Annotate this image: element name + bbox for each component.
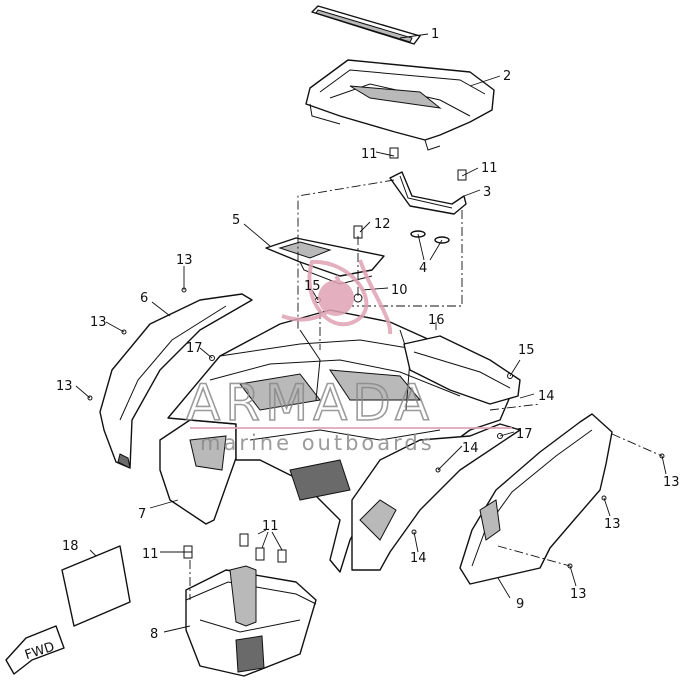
- callout-8: 8: [150, 627, 158, 642]
- callout-13-c: 13: [56, 379, 73, 394]
- right-inner-panel: [351, 423, 521, 571]
- logo-petal: [307, 259, 369, 327]
- callout-11-left: 11: [142, 547, 159, 562]
- part-5-tool-tray: [265, 237, 385, 285]
- bolt-11-right: [457, 169, 467, 181]
- bolt-11-box-c: [277, 549, 287, 563]
- callout-11-right: 11: [481, 161, 498, 176]
- part-4-washers: [410, 230, 450, 244]
- callout-13-b: 13: [90, 315, 107, 330]
- part-2-rack-cover: [305, 59, 495, 151]
- callout-17-b: 17: [516, 427, 533, 442]
- callout-labels: 1 2 3 4 5 6 7 8 9 10 11 11 11 11 12 13 1…: [56, 27, 680, 642]
- callout-4: 4: [419, 261, 427, 276]
- part-9-right-fender: [459, 413, 613, 585]
- callout-7: 7: [138, 507, 146, 522]
- callout-17-a: 17: [186, 341, 203, 356]
- callout-15-b: 15: [518, 343, 535, 358]
- bolt-11-top: [389, 147, 399, 159]
- watermark-tagline: marine outboards: [200, 431, 435, 455]
- part-8-storage-box: [185, 565, 317, 677]
- part-16-storage-area: [403, 335, 521, 405]
- callout-2: 2: [503, 69, 511, 84]
- callout-11-box: 11: [262, 519, 279, 534]
- part-1-rack-strip: [311, 5, 421, 45]
- callout-6: 6: [140, 291, 148, 306]
- part-3-bracket: [389, 171, 467, 215]
- part-6-left-fender-flap: [99, 293, 253, 469]
- callout-15-a: 15: [304, 279, 321, 294]
- leader-lines: [75, 33, 667, 633]
- assembly-lines: [189, 179, 663, 600]
- callout-14-b: 14: [462, 441, 479, 456]
- logo-center: [318, 280, 354, 316]
- logo-petal: [281, 274, 343, 322]
- watermark: ARMADA marine outboards: [185, 259, 512, 455]
- callout-16: 16: [428, 313, 445, 328]
- watermark-brand: ARMADA: [186, 374, 434, 432]
- callout-11-top: 11: [361, 147, 378, 162]
- fwd-arrow-icon: FWD: [5, 625, 65, 675]
- callout-14-c: 14: [410, 551, 427, 566]
- logo-petal: [358, 259, 393, 335]
- callout-9: 9: [516, 597, 524, 612]
- callout-12: 12: [374, 217, 391, 232]
- bolt-11-box-b: [255, 547, 265, 561]
- callout-14-a: 14: [538, 389, 555, 404]
- callout-13-f: 13: [570, 587, 587, 602]
- callout-13-d: 13: [663, 475, 680, 490]
- callout-10: 10: [391, 283, 408, 298]
- callout-18: 18: [62, 539, 79, 554]
- trefoil-logo-icon: [281, 259, 393, 335]
- callout-13-e: 13: [604, 517, 621, 532]
- callout-13-a: 13: [176, 253, 193, 268]
- bolt-11-box-a: [239, 533, 249, 547]
- callout-1: 1: [431, 27, 439, 42]
- part-18-decal: [61, 545, 131, 627]
- callout-3: 3: [483, 185, 491, 200]
- callout-5: 5: [232, 213, 240, 228]
